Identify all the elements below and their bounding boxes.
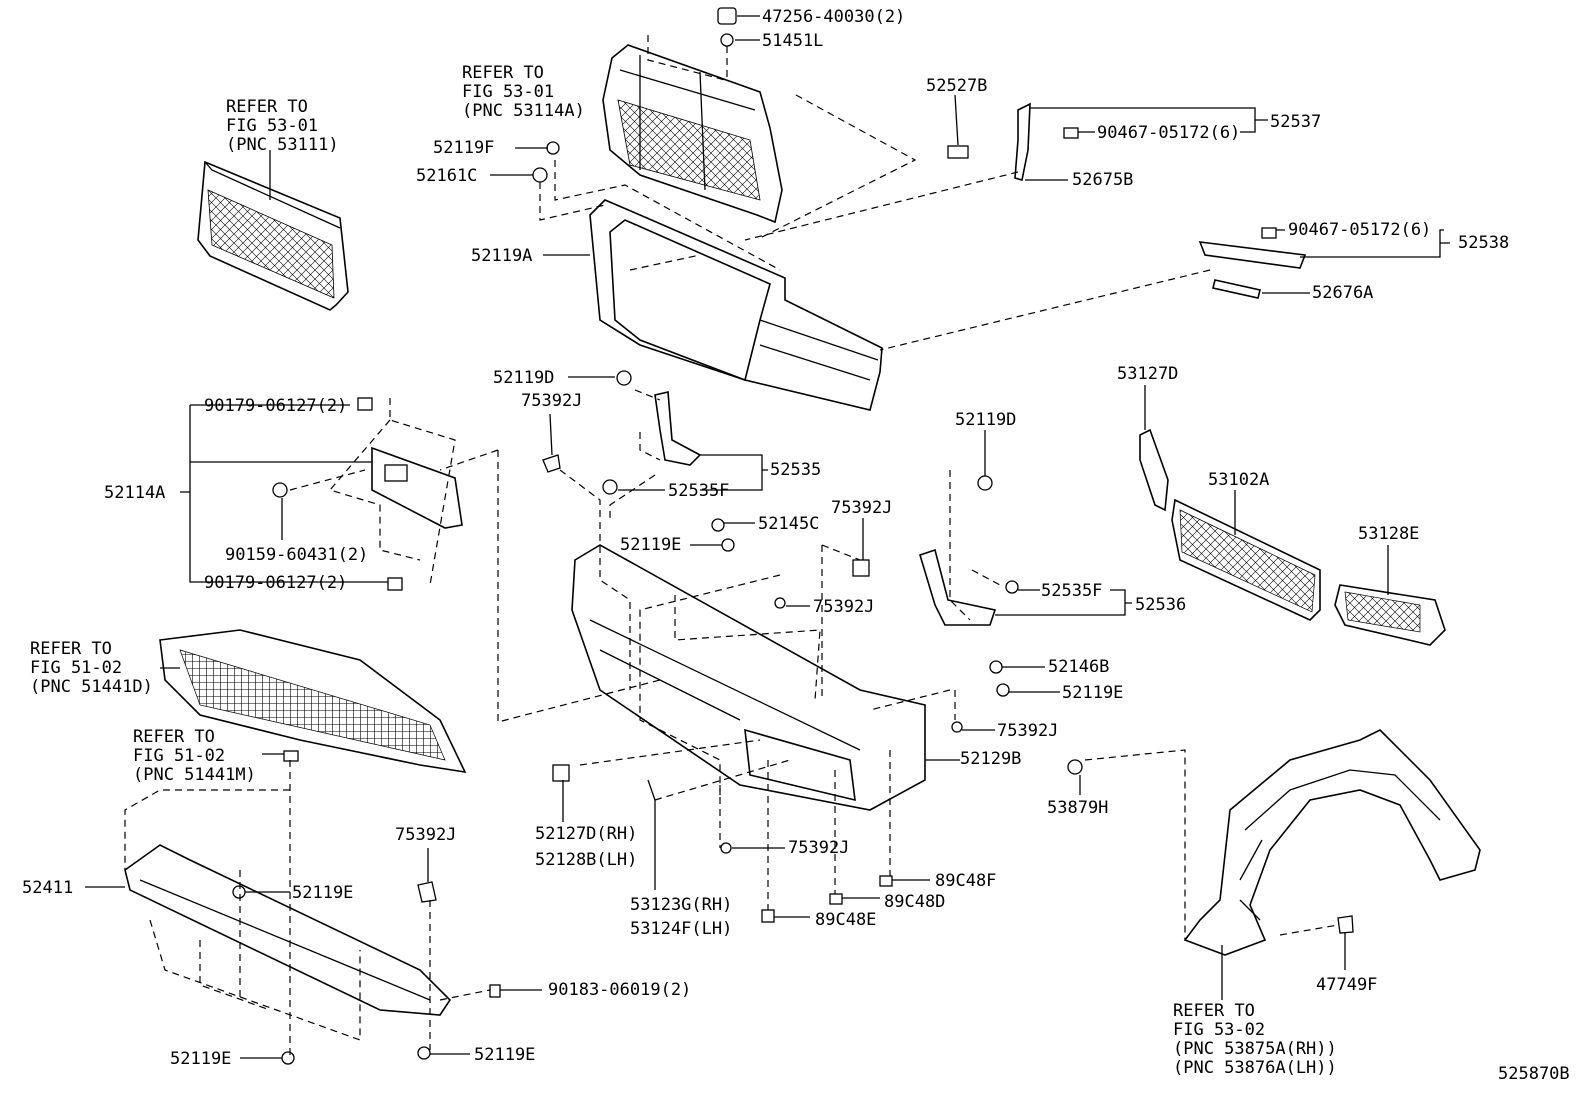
label-52536: 52536 bbox=[1135, 595, 1186, 615]
label-75392J-b: 75392J bbox=[831, 498, 892, 518]
label-90467a: 90467-05172(6) bbox=[1097, 123, 1240, 143]
label-53128E: 53128E bbox=[1358, 524, 1419, 544]
ref-grille-line1: REFER TO bbox=[226, 97, 308, 117]
ref-undercover-line1: REFER TO bbox=[30, 639, 112, 659]
label-53127D: 53127D bbox=[1117, 364, 1178, 384]
label-47256: 47256-40030(2) bbox=[762, 7, 905, 27]
label-52119E-b: 52119E bbox=[1062, 683, 1123, 703]
label-53879H: 53879H bbox=[1047, 798, 1108, 818]
ref-grille-upper-line3: (PNC 53114A) bbox=[462, 101, 585, 121]
label-75392J-e: 75392J bbox=[788, 838, 849, 858]
label-75392J-a: 75392J bbox=[521, 391, 582, 411]
label-52535F-b: 52535F bbox=[1041, 581, 1102, 601]
label-90159: 90159-60431(2) bbox=[225, 545, 368, 565]
grille-drawing bbox=[197, 160, 349, 311]
label-53102A: 53102A bbox=[1208, 470, 1269, 490]
diagram-id: 525870B bbox=[1498, 1064, 1570, 1084]
side-trim-drawing bbox=[1139, 428, 1169, 512]
fasteners bbox=[232, 7, 1354, 1065]
ref-grille-line3: (PNC 53111) bbox=[226, 135, 339, 155]
label-52411: 52411 bbox=[22, 878, 73, 898]
label-89C48D: 89C48D bbox=[884, 892, 945, 912]
ref-grille-upper-line1: REFER TO bbox=[462, 63, 544, 83]
label-75392J-c: 75392J bbox=[813, 597, 874, 617]
label-52119E-e: 52119E bbox=[170, 1049, 231, 1069]
label-52129B: 52129B bbox=[960, 749, 1021, 769]
label-75392J-f: 75392J bbox=[395, 825, 456, 845]
label-52675B: 52675B bbox=[1072, 170, 1133, 190]
label-90179b: 90179-06127(2) bbox=[204, 573, 347, 593]
label-51451L: 51451L bbox=[762, 31, 823, 51]
ref-undercover-m-line1: REFER TO bbox=[133, 727, 215, 747]
label-75392J-d: 75392J bbox=[997, 721, 1058, 741]
label-52146B: 52146B bbox=[1048, 657, 1109, 677]
label-52537: 52537 bbox=[1270, 112, 1321, 132]
ref-grille-upper-line2: FIG 53-01 bbox=[462, 82, 554, 102]
ref-undercover-m-line3: (PNC 51441M) bbox=[133, 765, 256, 785]
label-53124F: 53124F(LH) bbox=[630, 919, 732, 939]
fender-liner-drawing bbox=[1183, 729, 1481, 956]
label-47749F: 47749F bbox=[1316, 975, 1377, 995]
label-90179a: 90179-06127(2) bbox=[204, 396, 347, 416]
lower-spoiler-drawing bbox=[124, 844, 452, 1016]
label-52119E-d: 52119E bbox=[474, 1045, 535, 1065]
label-52161C: 52161C bbox=[416, 166, 477, 186]
label-52119F: 52119F bbox=[433, 138, 494, 158]
label-52538: 52538 bbox=[1458, 233, 1509, 253]
dashed-assembly-lines bbox=[124, 35, 1339, 1055]
label-52119E-c: 52119E bbox=[292, 883, 353, 903]
license-bracket-drawing bbox=[371, 446, 463, 529]
undercover-drawing bbox=[159, 629, 467, 774]
ref-liner-line2: FIG 53-02 bbox=[1173, 1020, 1265, 1040]
label-89C48F: 89C48F bbox=[935, 871, 996, 891]
label-52535: 52535 bbox=[770, 460, 821, 480]
label-52145C: 52145C bbox=[758, 514, 819, 534]
label-90467b: 90467-05172(6) bbox=[1288, 220, 1431, 240]
bumper-cover-drawing bbox=[571, 544, 926, 811]
fog-cover-drawing bbox=[1334, 584, 1446, 646]
label-52128B: 52128B(LH) bbox=[535, 850, 637, 870]
part-labels: REFER TO FIG 53-01 (PNC 53114A) REFER TO… bbox=[22, 7, 1570, 1084]
leader-lines bbox=[85, 15, 1450, 1059]
label-52676A: 52676A bbox=[1312, 283, 1373, 303]
ref-grille-line2: FIG 53-01 bbox=[226, 116, 318, 136]
label-53123G: 53123G(RH) bbox=[630, 895, 732, 915]
label-52527B: 52527B bbox=[926, 76, 987, 96]
bumper-retainer-drawing bbox=[589, 199, 883, 411]
label-52114A: 52114A bbox=[104, 483, 165, 503]
label-52119D-a: 52119D bbox=[493, 368, 554, 388]
label-52119E-a: 52119E bbox=[620, 535, 681, 555]
label-89C48E: 89C48E bbox=[815, 910, 876, 930]
side-brackets-drawing bbox=[654, 391, 997, 626]
label-52119A: 52119A bbox=[471, 246, 532, 266]
label-90183: 90183-06019(2) bbox=[548, 980, 691, 1000]
upper-grille-drawing bbox=[602, 44, 783, 224]
ref-liner-line3: (PNC 53875A(RH)) bbox=[1173, 1039, 1337, 1059]
trim-moldings-drawing bbox=[1014, 102, 1307, 299]
label-52127D: 52127D(RH) bbox=[535, 824, 637, 844]
lower-grille-drawing bbox=[1171, 498, 1321, 621]
ref-undercover-m-line2: FIG 51-02 bbox=[133, 746, 225, 766]
ref-undercover-line3: (PNC 51441D) bbox=[30, 677, 153, 697]
label-52119D-b: 52119D bbox=[955, 410, 1016, 430]
ref-liner-line4: (PNC 53876A(LH)) bbox=[1173, 1058, 1337, 1078]
ref-liner-line1: REFER TO bbox=[1173, 1001, 1255, 1021]
ref-undercover-line2: FIG 51-02 bbox=[30, 658, 122, 678]
label-52535F-a: 52535F bbox=[668, 481, 729, 501]
